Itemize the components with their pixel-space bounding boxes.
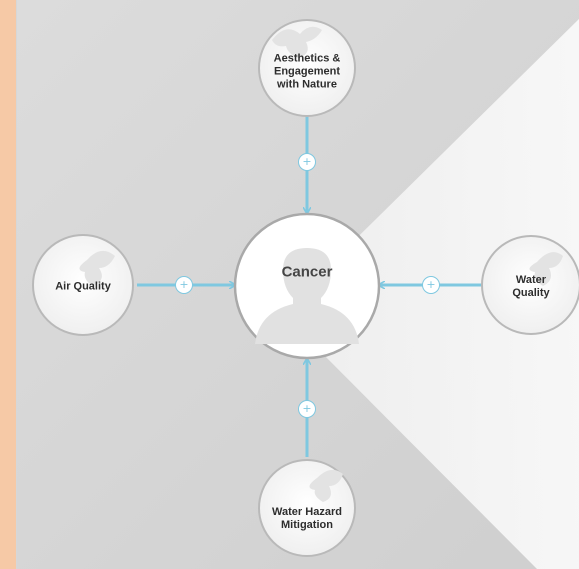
map-watermark-icon — [309, 469, 343, 502]
node-right[interactable] — [481, 235, 579, 335]
diagram-canvas: Cancer Aesthetics & Engagement with Natu… — [16, 0, 579, 569]
node-bottom-label: Water Hazard Mitigation — [272, 506, 342, 531]
node-left[interactable] — [32, 234, 134, 336]
plus-icon-bottom[interactable]: + — [298, 400, 316, 418]
node-left-label: Air Quality — [55, 280, 111, 293]
node-bottom[interactable] — [258, 459, 356, 557]
person-silhouette-icon — [255, 248, 359, 344]
node-top-label: Aesthetics & Engagement with Nature — [273, 52, 341, 91]
plus-icon-left[interactable]: + — [175, 276, 193, 294]
plus-icon-top[interactable]: + — [298, 153, 316, 171]
light-beam — [309, 18, 579, 569]
center-node[interactable] — [233, 212, 381, 360]
plus-icon-right[interactable]: + — [422, 276, 440, 294]
map-watermark-icon — [79, 250, 115, 286]
node-top[interactable] — [258, 19, 356, 117]
diagram-svg — [17, 0, 579, 569]
map-watermark-icon — [529, 252, 563, 286]
node-right-label: Water Quality — [512, 274, 550, 299]
center-label: Cancer — [281, 263, 333, 281]
map-watermark-icon — [272, 26, 322, 58]
